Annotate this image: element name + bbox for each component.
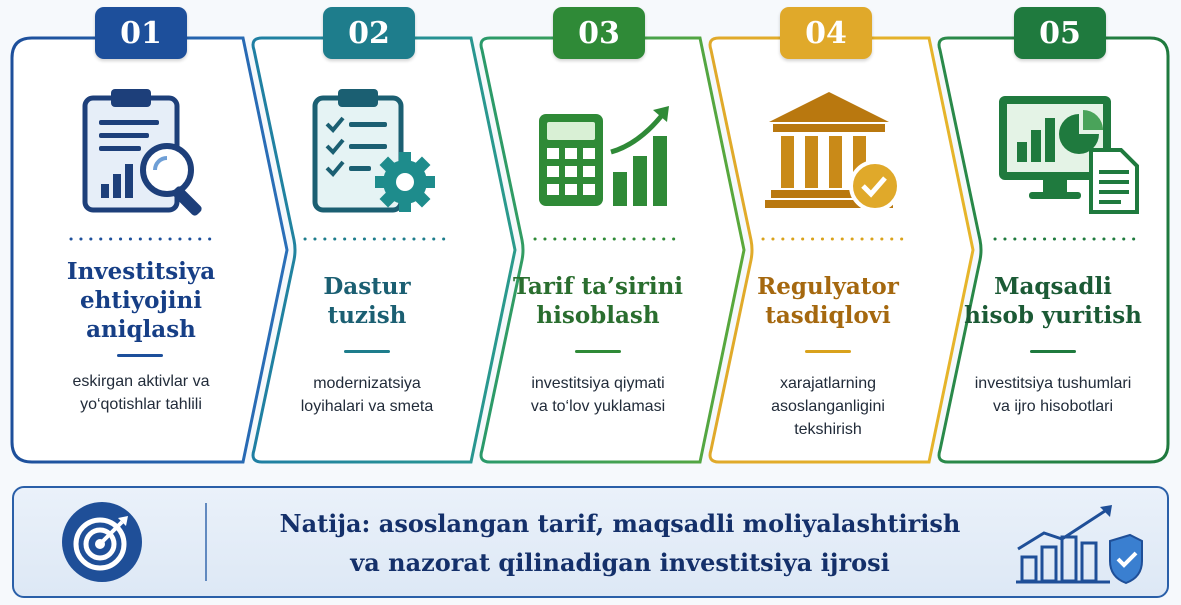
step-1-description-line-2: yo‘qotishlar tahlili (80, 396, 202, 413)
step-3-dotted-separator (533, 237, 682, 241)
step-3-title: Tarif ta’sirini hisoblash (503, 272, 693, 330)
step-5-description-line-2: va ijro hisobotlari (992, 398, 1114, 415)
step-3-number-badge: 03 (553, 7, 645, 59)
step-5-title-underline (1030, 350, 1076, 353)
step-4-description-line-2: asoslanganligini (771, 398, 885, 415)
step-1-number-badge: 01 (95, 7, 187, 59)
result-line-2: va nazorat qilinadigan investitsiya ijro… (350, 548, 890, 577)
step-4-title-underline (805, 350, 851, 353)
step-3-description-line-2: va to‘lov yuklamasi (530, 398, 666, 415)
step-3-title-line-2: hisoblash (536, 302, 660, 329)
step-2-description: modernizatsiya loyihalari va smeta (272, 372, 462, 418)
step-5-description: investitsiya tushumlari va ijro hisobotl… (958, 372, 1148, 418)
step-2-title-line-1: Dastur (323, 273, 411, 300)
step-3-title-underline (575, 350, 621, 353)
step-2-dotted-separator (303, 237, 452, 241)
step-4-description-line-1: xarajatlarning (779, 375, 877, 392)
step-4-description: xarajatlarning asoslanganligini tekshiri… (733, 372, 923, 441)
step-4-title-line-1: Regulyator (757, 273, 899, 300)
step-1-title-line-2: ehtiyojini (80, 287, 202, 314)
monitor-report-icon (999, 96, 1139, 214)
step-3-description: investitsiya qiymati va to‘lov yuklamasi (503, 372, 693, 418)
step-1-arrow (10, 36, 289, 464)
step-5-description-line-1: investitsiya tushumlari (974, 375, 1132, 392)
step-1-title-underline (117, 354, 163, 357)
clipboard-magnifier-icon (82, 89, 202, 216)
step-4-number-badge: 04 (780, 7, 872, 59)
calculator-growth-chart-icon (539, 106, 669, 206)
result-panel (12, 486, 1169, 598)
step-4-description-line-3: tekshirish (794, 421, 862, 438)
step-1-title: Investitsiya ehtiyojini aniqlash (46, 257, 236, 344)
step-1-description: eskirgan aktivlar va yo‘qotishlar tahlil… (46, 370, 236, 416)
step-2-number-badge: 02 (323, 7, 415, 59)
step-1-title-line-3: aniqlash (86, 316, 196, 343)
step-2-title-line-2: tuzish (327, 302, 407, 329)
result-line-1: Natija: asoslangan tarif, maqsadli moliy… (279, 509, 961, 538)
step-2-title: Dastur tuzish (272, 272, 462, 330)
step-2-description-line-2: loyihalari va smeta (300, 398, 434, 415)
step-4-title: Regulyator tasdiqlovi (733, 272, 923, 330)
step-5-title: Maqsadli hisob yuritish (958, 272, 1148, 330)
step-5-title-line-2: hisob yuritish (964, 302, 1142, 329)
result-divider (205, 503, 207, 581)
step-3-description-line-1: investitsiya qiymati (531, 375, 665, 392)
step-3-title-line-1: Tarif ta’sirini (512, 273, 684, 300)
target-arrow-icon (62, 502, 142, 582)
step-2-description-line-1: modernizatsiya (313, 375, 421, 392)
step-4-arrow (708, 36, 975, 464)
step-5-number-badge: 05 (1014, 7, 1106, 59)
step-2-title-underline (344, 350, 390, 353)
step-5-dotted-separator (993, 237, 1142, 241)
growth-chart-shield-icon (1016, 505, 1143, 585)
checklist-gear-icon (312, 89, 435, 213)
step-1-dotted-separator (69, 237, 218, 241)
step-4-dotted-separator (761, 237, 910, 241)
step-4-title-line-2: tasdiqlovi (765, 302, 891, 329)
step-1-description-line-1: eskirgan aktivlar va (72, 373, 210, 390)
bank-checkmark-icon (765, 92, 901, 212)
step-5-title-line-1: Maqsadli (994, 273, 1112, 300)
step-1-title-line-1: Investitsiya (66, 258, 216, 285)
